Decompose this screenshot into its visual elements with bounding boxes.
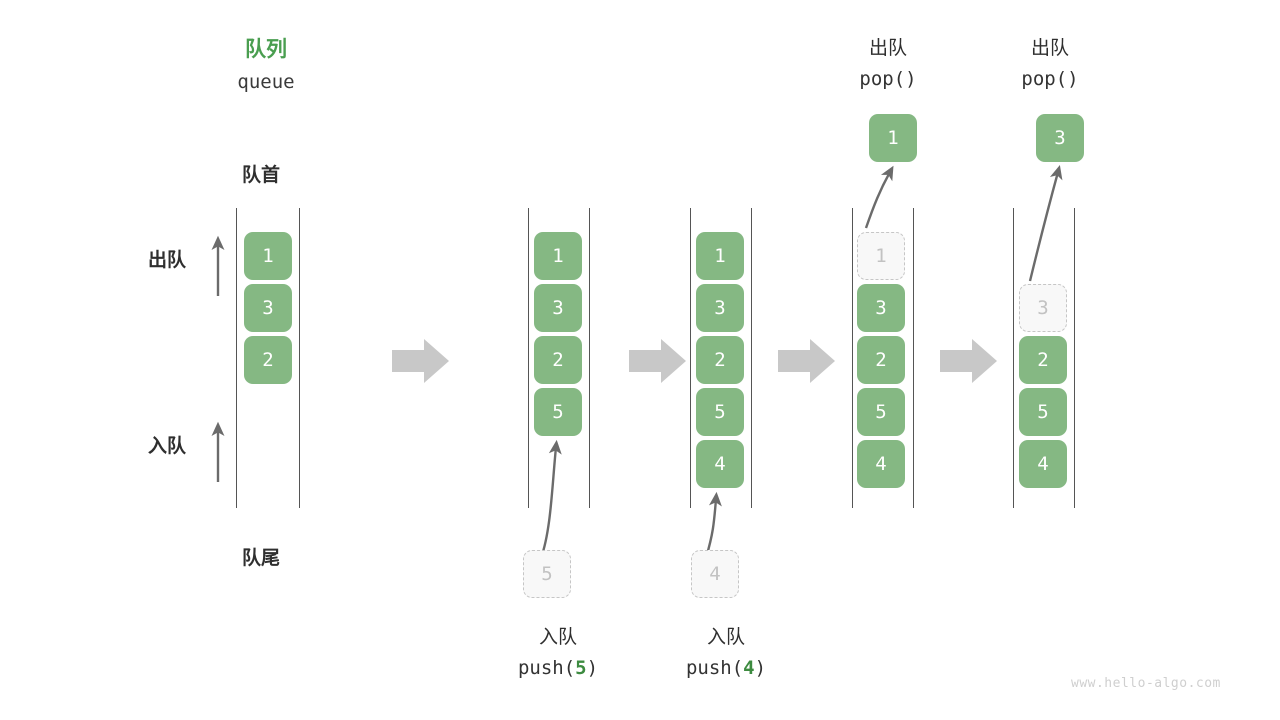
operation-call: push(4) — [656, 657, 796, 679]
queue-item: 2 — [534, 336, 582, 384]
pop-3-arrow — [1028, 165, 1063, 282]
queue-item: 5 — [857, 388, 905, 436]
step-arrow-4 — [940, 339, 997, 383]
queue-rail-right — [1074, 208, 1075, 508]
operation-call-value: 5 — [575, 657, 587, 679]
queue-item-ghost: 1 — [857, 232, 905, 280]
queue-item-ghost: 3 — [1019, 284, 1067, 332]
queue-rail-left — [528, 208, 529, 508]
operation-call-suffix: ) — [754, 657, 767, 679]
page-title-en: queue — [237, 71, 295, 93]
enqueue-direction-label: 入队 — [148, 435, 187, 457]
operation-label: 入队 — [706, 626, 745, 648]
queue-rail-left — [1013, 208, 1014, 508]
queue-item: 4 — [857, 440, 905, 488]
dequeue-direction-label: 出队 — [148, 249, 187, 271]
queue-head-label: 队首 — [242, 164, 281, 186]
queue-item: 2 — [244, 336, 292, 384]
operation-call: push(5) — [488, 657, 628, 679]
queue-tail-label: 队尾 — [242, 547, 281, 569]
incoming-item-ghost: 5 — [523, 550, 571, 598]
queue-item: 2 — [696, 336, 744, 384]
queue-item: 5 — [1019, 388, 1067, 436]
popped-item: 1 — [869, 114, 917, 162]
queue-rail-right — [913, 208, 914, 508]
queue-rail-right — [589, 208, 590, 508]
operation-call: pop() — [980, 68, 1120, 90]
queue-item: 4 — [696, 440, 744, 488]
operation-label: 出队 — [868, 37, 907, 59]
queue-rail-left — [236, 208, 237, 508]
queue-item: 1 — [244, 232, 292, 280]
operation-label: 入队 — [538, 626, 577, 648]
queue-item: 3 — [534, 284, 582, 332]
operation-call: pop() — [818, 68, 958, 90]
queue-item: 3 — [857, 284, 905, 332]
queue-item: 2 — [857, 336, 905, 384]
queue-item: 5 — [696, 388, 744, 436]
step-arrow-3 — [778, 339, 835, 383]
pop-1-arrow — [864, 165, 894, 229]
queue-item: 4 — [1019, 440, 1067, 488]
operation-call-suffix: ) — [586, 657, 599, 679]
queue-item: 1 — [696, 232, 744, 280]
incoming-item-ghost: 4 — [691, 550, 739, 598]
operation-call-value: 4 — [743, 657, 755, 679]
operation-call-prefix: pop( — [859, 68, 906, 90]
operation-call-prefix: pop( — [1021, 68, 1068, 90]
queue-rail-right — [299, 208, 300, 508]
queue-item: 3 — [244, 284, 292, 332]
operation-call-suffix: ) — [905, 68, 917, 90]
push-5-arrow — [539, 439, 562, 559]
queue-item: 5 — [534, 388, 582, 436]
queue-item: 1 — [534, 232, 582, 280]
queue-item: 2 — [1019, 336, 1067, 384]
step-arrow-2 — [629, 339, 686, 383]
queue-rail-right — [751, 208, 752, 508]
queue-rail-left — [852, 208, 853, 508]
operation-call-prefix: push( — [685, 657, 744, 679]
operation-label: 出队 — [1030, 37, 1069, 59]
queue-rail-left — [690, 208, 691, 508]
watermark: www.hello-algo.com — [1071, 676, 1221, 691]
page-title: 队列 — [245, 37, 287, 61]
operation-call-suffix: ) — [1067, 68, 1079, 90]
step-arrow-1 — [392, 339, 449, 383]
operation-call-prefix: push( — [517, 657, 576, 679]
queue-item: 3 — [696, 284, 744, 332]
popped-item: 3 — [1036, 114, 1084, 162]
